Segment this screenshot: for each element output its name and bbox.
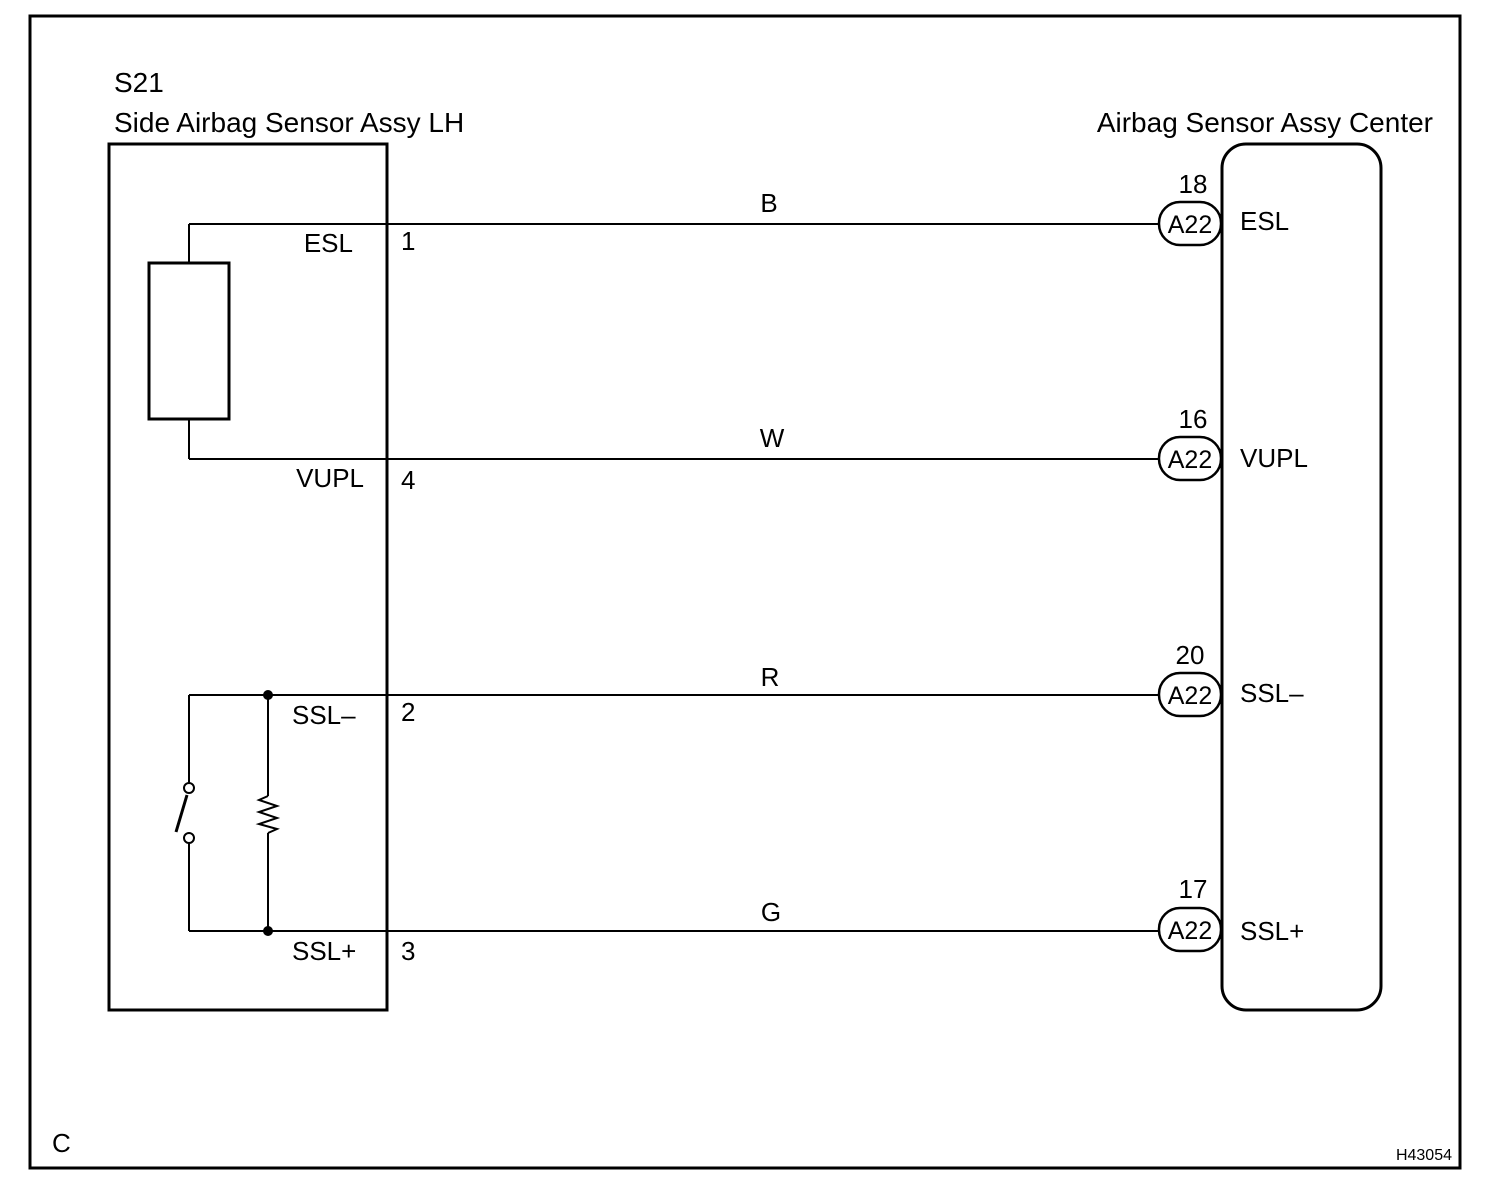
diagram-frame: [28, 14, 1462, 1170]
connector-code: A22: [1168, 446, 1212, 474]
left-terminal-label: ESL: [304, 228, 353, 258]
right-terminal-label: SSL–: [1240, 678, 1304, 708]
right-terminal-label: SSL+: [1240, 916, 1304, 946]
switch-blade: [174, 794, 189, 833]
right-pin-number: 18: [1179, 169, 1208, 199]
left-pin-number: 4: [401, 465, 415, 495]
connector-badge: [1157, 435, 1223, 482]
connector-badge: [1157, 671, 1223, 718]
left-terminal-label: VUPL: [296, 463, 364, 493]
connector-code: A22: [1168, 682, 1212, 710]
junction-dot-bottom: [263, 926, 273, 936]
left-component-code: S21: [114, 67, 164, 98]
left-component-name: Side Airbag Sensor Assy LH: [114, 107, 464, 138]
resistor-symbol: [255, 795, 281, 834]
right-terminal-label: ESL: [1240, 206, 1289, 236]
right-component-box: [1220, 142, 1383, 1012]
left-pin-number: 3: [401, 936, 415, 966]
left-terminal-label: SSL+: [292, 936, 356, 966]
wire-ssl-minus: SSL– 2 R 20 A22 SSL–: [292, 640, 1304, 730]
figure-id: H43054: [1396, 1147, 1452, 1164]
wire-color: G: [761, 897, 781, 927]
left-pin-number: 2: [401, 697, 415, 727]
wire-color: R: [761, 662, 780, 692]
connector-code: A22: [1168, 917, 1212, 945]
squib-element: [147, 224, 231, 459]
right-pin-number: 17: [1179, 874, 1208, 904]
junction-dot-top: [263, 690, 273, 700]
right-component-name: Airbag Sensor Assy Center: [1097, 107, 1433, 138]
left-terminal-label: SSL–: [292, 700, 356, 730]
wire-color: B: [760, 188, 777, 218]
switch-contact-bottom: [183, 832, 195, 844]
connector-badge: [1157, 906, 1223, 953]
wire-vupl: VUPL 4 W 16 A22 VUPL: [296, 404, 1308, 495]
wire-color: W: [760, 423, 785, 453]
wire-esl: ESL 1 B 18 A22 ESL: [304, 169, 1289, 258]
corner-label: C: [52, 1128, 71, 1158]
connector-badge: [1157, 200, 1223, 247]
left-pin-number: 1: [401, 226, 415, 256]
left-component-box: [107, 142, 389, 1012]
right-terminal-label: VUPL: [1240, 443, 1308, 473]
sensor-switch-circuit: [174, 690, 387, 936]
switch-contact-top: [183, 782, 195, 794]
right-pin-number: 20: [1176, 640, 1205, 670]
right-pin-number: 16: [1179, 404, 1208, 434]
wire-ssl-plus: SSL+ 3 G 17 A22 SSL+: [292, 874, 1304, 966]
connector-code: A22: [1168, 211, 1212, 239]
